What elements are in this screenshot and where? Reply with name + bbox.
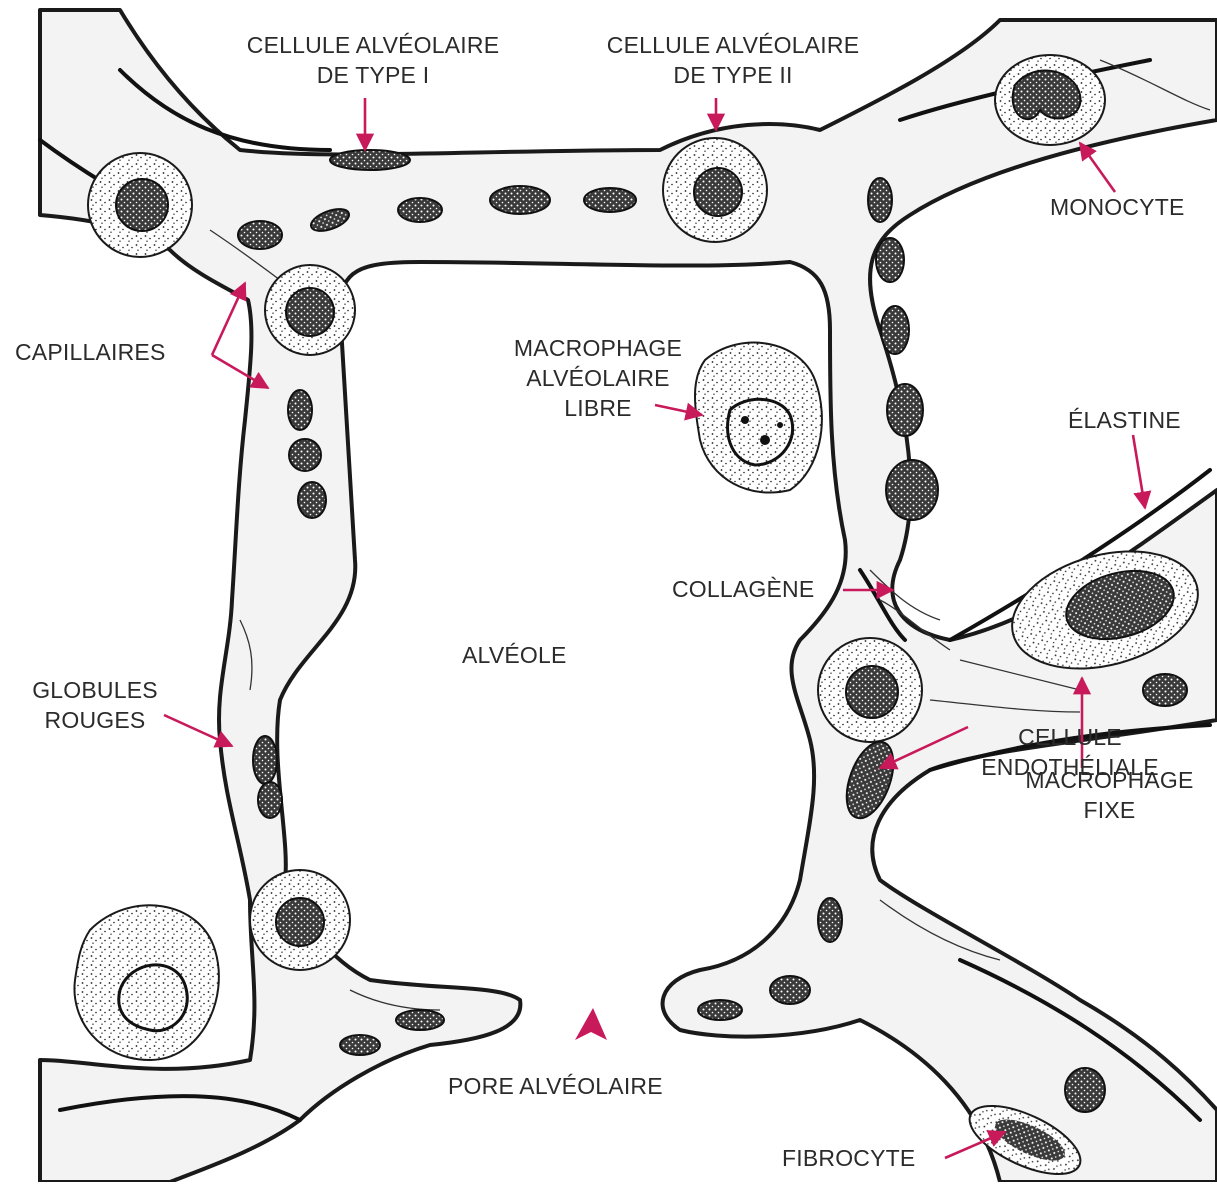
capillaries-label: CAPILLAIRES bbox=[15, 337, 166, 367]
red-blood-cells-label-line2: ROUGES bbox=[20, 705, 170, 735]
type-ii-cell-label-line1: CELLULE ALVÉOLAIRE bbox=[583, 30, 883, 60]
red-blood-cells-label-line1: GLOBULES bbox=[20, 675, 170, 705]
free-macrophage-cell bbox=[695, 343, 822, 493]
fixed-macrophage-label-line2: FIXE bbox=[1002, 795, 1217, 825]
type-ii-cell-label-line2: DE TYPE II bbox=[583, 60, 883, 90]
free-macrophage-label: MACROPHAGE ALVÉOLAIRE LIBRE bbox=[488, 333, 708, 423]
pore-marker-icon bbox=[575, 1008, 607, 1040]
type-ii-cell-left-mid bbox=[265, 265, 355, 355]
type-ii-cell-bottom bbox=[250, 870, 350, 970]
type-ii-cell-left bbox=[88, 153, 192, 257]
fibrocyte-label: FIBROCYTE bbox=[782, 1143, 915, 1173]
collagen-label: COLLAGÈNE bbox=[672, 574, 814, 604]
type-ii-cell-label: CELLULE ALVÉOLAIRE DE TYPE II bbox=[583, 30, 883, 90]
type-i-cell-label: CELLULE ALVÉOLAIRE DE TYPE I bbox=[223, 30, 523, 90]
free-macrophage-label-line3: LIBRE bbox=[488, 393, 708, 423]
monocyte-label: MONOCYTE bbox=[1050, 192, 1185, 222]
endothelial-cell-label: CELLULE ENDOTHÉLIALE bbox=[960, 722, 1180, 782]
type-ii-cell bbox=[663, 138, 767, 242]
alveolus-label: ALVÉOLE bbox=[462, 640, 567, 670]
endothelial-cell-label-line1: CELLULE bbox=[960, 722, 1180, 752]
type-i-cell-label-line2: DE TYPE I bbox=[223, 60, 523, 90]
alveolar-pore-label: PORE ALVÉOLAIRE bbox=[448, 1071, 663, 1101]
type-ii-cell-right bbox=[818, 638, 922, 742]
red-blood-cells-label: GLOBULES ROUGES bbox=[20, 675, 170, 735]
type-i-cell bbox=[330, 150, 410, 170]
free-macrophage-label-line1: MACROPHAGE bbox=[488, 333, 708, 363]
elastin-label: ÉLASTINE bbox=[1068, 405, 1181, 435]
endothelial-cell-label-line2: ENDOTHÉLIALE bbox=[960, 752, 1180, 782]
type-i-cell-label-line1: CELLULE ALVÉOLAIRE bbox=[223, 30, 523, 60]
free-macrophage-label-line2: ALVÉOLAIRE bbox=[488, 363, 708, 393]
monocyte-cell bbox=[995, 55, 1105, 145]
bottom-left-macrophage bbox=[74, 905, 218, 1060]
